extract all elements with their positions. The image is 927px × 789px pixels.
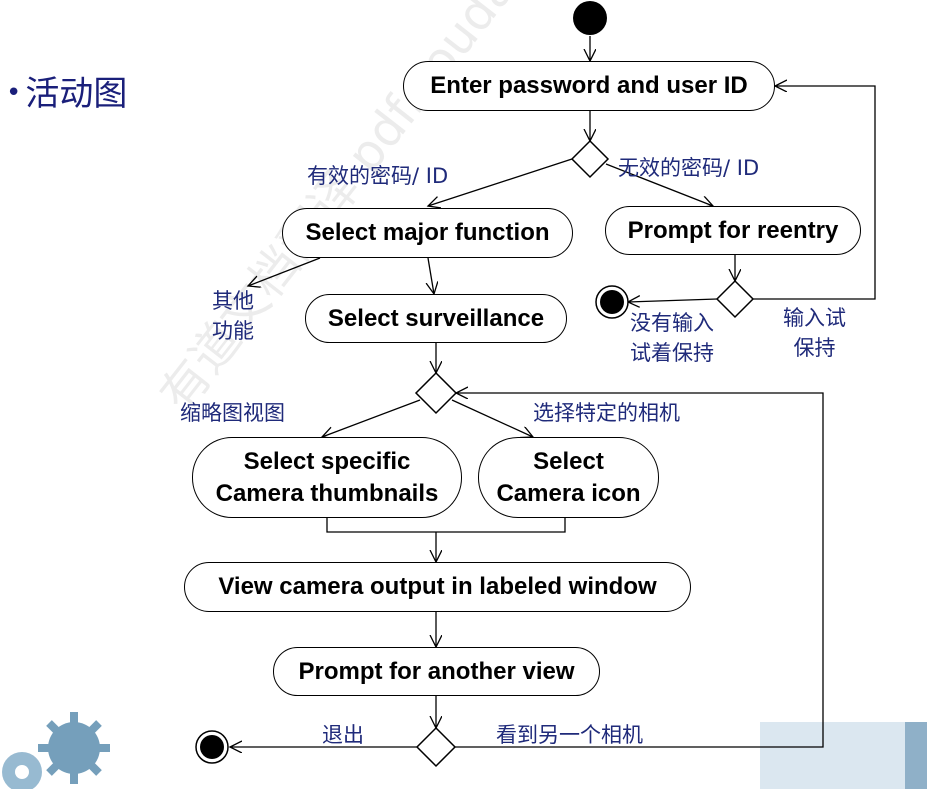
slide-title-text: 活动图 — [25, 74, 128, 114]
activity-view-camera-output: View camera output in labeled window — [184, 562, 691, 612]
edge-major-other — [248, 257, 321, 286]
activity-prompt-another-view: Prompt for another view — [273, 647, 600, 696]
activity-enter-credentials: Enter password and user ID — [403, 61, 775, 111]
activity-select-camera-icon: Select Camera icon — [478, 437, 659, 518]
activity-select-surveillance: Select surveillance — [305, 294, 567, 343]
guard-see-another: 看到另一个相机 — [496, 723, 643, 747]
corner-strip — [905, 722, 927, 789]
edge-retry-loop — [753, 86, 876, 300]
activity-prompt-reentry: Prompt for reentry — [605, 206, 861, 255]
gear-icon — [2, 752, 42, 789]
guard-other-functions: 其他 功能 — [212, 289, 254, 344]
gear-icon — [38, 712, 110, 784]
edge-retry-end — [628, 299, 718, 302]
activity-select-major-function: Select major function — [282, 208, 573, 258]
decision-retry — [715, 279, 755, 319]
final-node — [595, 285, 629, 319]
edge-decision-major — [428, 158, 573, 206]
guard-retry: 输入试 保持 — [783, 306, 846, 361]
edge-decision-reentry — [605, 163, 713, 206]
guard-invalid: 无效的密码/ ID — [618, 156, 760, 180]
guard-no-retry: 没有输入 试着保持 — [630, 311, 714, 366]
edge-decision-thumbnails — [322, 399, 421, 437]
corner-graphic — [760, 722, 927, 789]
decision-view-mode — [414, 371, 458, 415]
decision-login — [570, 139, 610, 179]
guard-pick-camera: 选择特定的相机 — [533, 401, 680, 425]
edge-major-surveillance — [428, 257, 434, 294]
bullet-dot: • — [6, 78, 22, 108]
edge-decision-icon — [451, 399, 533, 437]
final-node — [195, 730, 229, 764]
initial-node — [573, 1, 607, 35]
guard-valid: 有效的密码/ ID — [307, 164, 449, 188]
activity-select-camera-thumbnails: Select specific Camera thumbnails — [192, 437, 462, 518]
guard-thumbnail-view: 缩略图视图 — [180, 401, 285, 425]
edge-another-loop — [454, 393, 824, 748]
slide-title: •活动图 — [6, 66, 127, 115]
edge-merge — [326, 518, 566, 533]
decision-another — [415, 726, 457, 768]
guard-exit: 退出 — [322, 723, 364, 747]
